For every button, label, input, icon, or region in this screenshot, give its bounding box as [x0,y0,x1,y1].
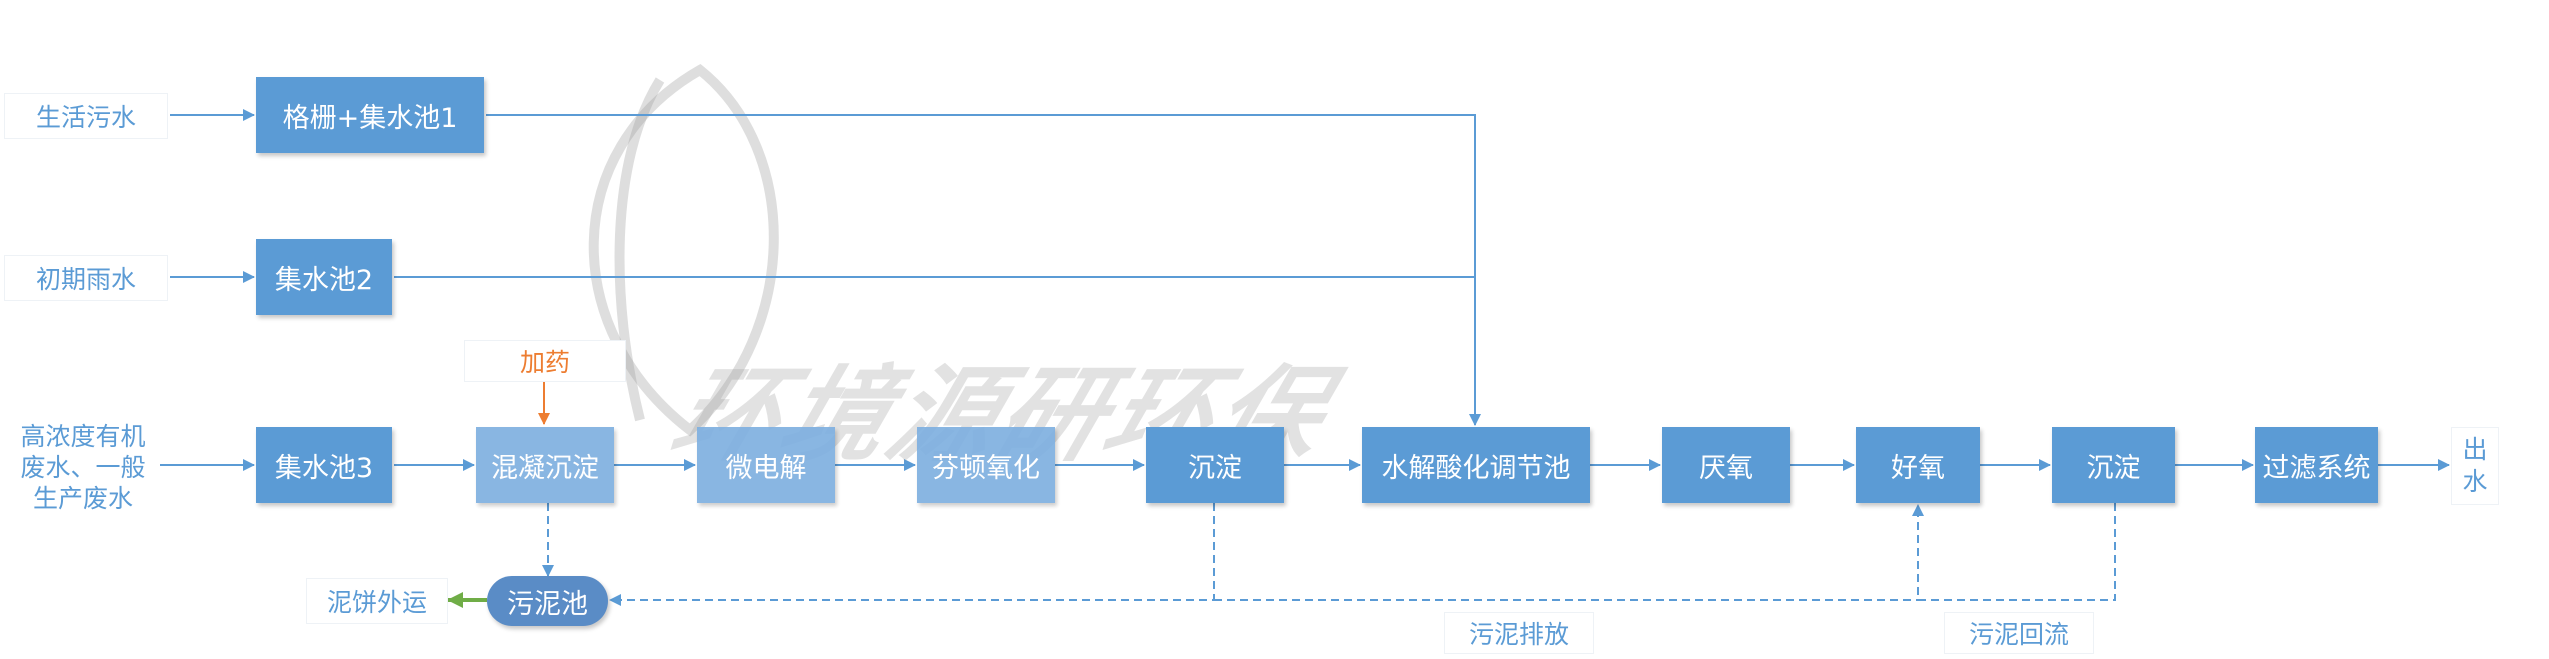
label-outlet-char1: 出 [2462,435,2488,464]
unit-fenton-oxidation: 芬顿氧化 [917,427,1055,503]
label-sludge-cake-disposal: 泥饼外运 [306,578,448,624]
label-industrial-line1: 高浓度有机 [20,421,146,451]
unit-tank2: 集水池2 [256,239,392,315]
label-industrial-line3: 生产废水 [32,483,133,513]
label-domestic-sewage: 生活污水 [4,93,168,139]
unit-anaerobic: 厌氧 [1662,427,1790,503]
unit-aerobic: 好氧 [1856,427,1980,503]
dashed-settle-to-sludge-tank [609,503,1215,606]
unit-sedimentation-2: 沉淀 [2052,427,2175,503]
unit-coagulation-sedimentation: 混凝沉淀 [476,427,614,503]
label-initial-rainwater: 初期雨水 [4,255,168,301]
unit-micro-electrolysis: 微电解 [697,427,835,503]
unit-sludge-tank: 污泥池 [487,576,608,626]
label-sludge-discharge: 污泥排放 [1444,612,1594,654]
label-outlet-char2: 水 [2462,467,2488,496]
unit-tank3: 集水池3 [256,427,392,503]
unit-filtration-system: 过滤系统 [2255,427,2378,503]
label-industrial-line2: 废水、一般 [20,452,146,482]
line-tank1-to-hydrolysis [486,114,1481,426]
label-industrial-wastewater: 高浓度有机 废水、一般 生产废水 [6,418,160,516]
unit-hydrolysis-acidification-tank: 水解酸化调节池 [1362,427,1590,503]
label-dosing: 加药 [464,340,626,382]
unit-grid-tank1: 格栅+集水池1 [256,77,484,153]
label-outlet: 出 水 [2451,427,2499,505]
dashed-sludge-return [1912,503,2116,601]
unit-sedimentation-1: 沉淀 [1146,427,1284,503]
label-sludge-return: 污泥回流 [1944,612,2094,654]
